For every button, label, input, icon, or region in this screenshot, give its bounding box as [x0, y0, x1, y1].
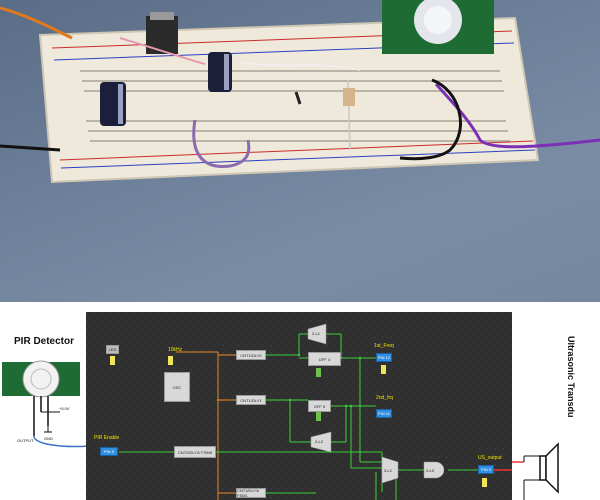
cnt3-block[interactable]: CNT2/DLY2/ FSM0 — [174, 446, 216, 458]
and-gate-shape — [423, 461, 445, 479]
cnt4-block[interactable]: CNT3/DLY3/ FSM1 — [236, 488, 266, 498]
and-gate-label: 2-L0 — [426, 468, 435, 473]
breadboard-illustration — [0, 0, 600, 184]
pir-voltage-label: +5.0V — [59, 406, 70, 411]
led-tag — [110, 356, 115, 365]
lut-top-label: 2-L1 — [312, 331, 321, 336]
speaker-icon — [512, 442, 559, 500]
pir-detector-drawing — [2, 360, 86, 448]
purple-wire-right — [434, 83, 600, 149]
clock-bus — [176, 351, 236, 500]
led-block[interactable]: LED — [106, 345, 119, 354]
circuit-diagram: PIR Detector +5.0V GND OUTPUT — [0, 302, 600, 500]
black-wire-right — [399, 78, 462, 161]
label-pir-enable: PIR Enable — [94, 435, 120, 441]
breadboard-photo — [0, 0, 600, 302]
pir-output-label: OUTPUT — [17, 438, 34, 443]
pin-9[interactable]: PIN 9 — [478, 465, 494, 474]
label-us-output: US_output — [478, 455, 502, 461]
pir-sensor-module — [382, 0, 494, 54]
dff5-tag — [316, 412, 321, 421]
pin-12-tag — [381, 365, 386, 374]
capacitor-left — [100, 82, 126, 126]
osc-block[interactable]: OSC — [164, 372, 190, 402]
mux-shape — [381, 456, 399, 484]
breadboard-holes — [80, 70, 510, 142]
pin-9-tag — [482, 478, 487, 487]
pir-detector-title: PIR Detector — [14, 336, 75, 347]
dff4-block[interactable]: DFF 4 — [308, 352, 341, 366]
lut-top-shape — [307, 323, 327, 345]
lut-mid-shape — [310, 431, 332, 453]
pin-11[interactable]: PIN 11 — [376, 409, 392, 418]
osc-tag — [168, 356, 173, 365]
cnt2-block[interactable]: CNT1/DLY1 — [236, 395, 266, 405]
transducer-label: Ultrasonic Transdu — [566, 336, 576, 418]
label-10khz: 10kHz — [168, 347, 183, 353]
pir-gnd-label: GND — [44, 436, 53, 441]
pin-5[interactable]: PIN 5 — [100, 447, 118, 456]
resistor — [343, 88, 355, 106]
label-first-freq: 1st_Freq — [374, 343, 394, 349]
dff5-block[interactable]: DFF 5 — [308, 400, 331, 412]
capacitor-right — [208, 52, 232, 92]
pin-12[interactable]: PIN 12 — [376, 353, 392, 362]
lut-mid-label: 2-L2 — [315, 439, 324, 444]
black-wire-left — [0, 144, 61, 152]
orange-wire — [0, 6, 73, 40]
breadboard — [38, 16, 540, 184]
label-second-freq: 2nd_frq — [376, 395, 393, 401]
cnt1-block[interactable]: CNT1/DLY0 — [236, 350, 266, 360]
transducer-label-wrap: Ultrasonic Transdu — [560, 332, 600, 500]
mux-label: 3-L1 — [384, 468, 393, 473]
logic-design-canvas: LED 10kHz OSC CNT1/DLY0 CNT1/DLY1 CNT2/D… — [86, 312, 512, 500]
dff4-tag — [316, 368, 321, 377]
purple-wire-loop — [192, 119, 251, 168]
